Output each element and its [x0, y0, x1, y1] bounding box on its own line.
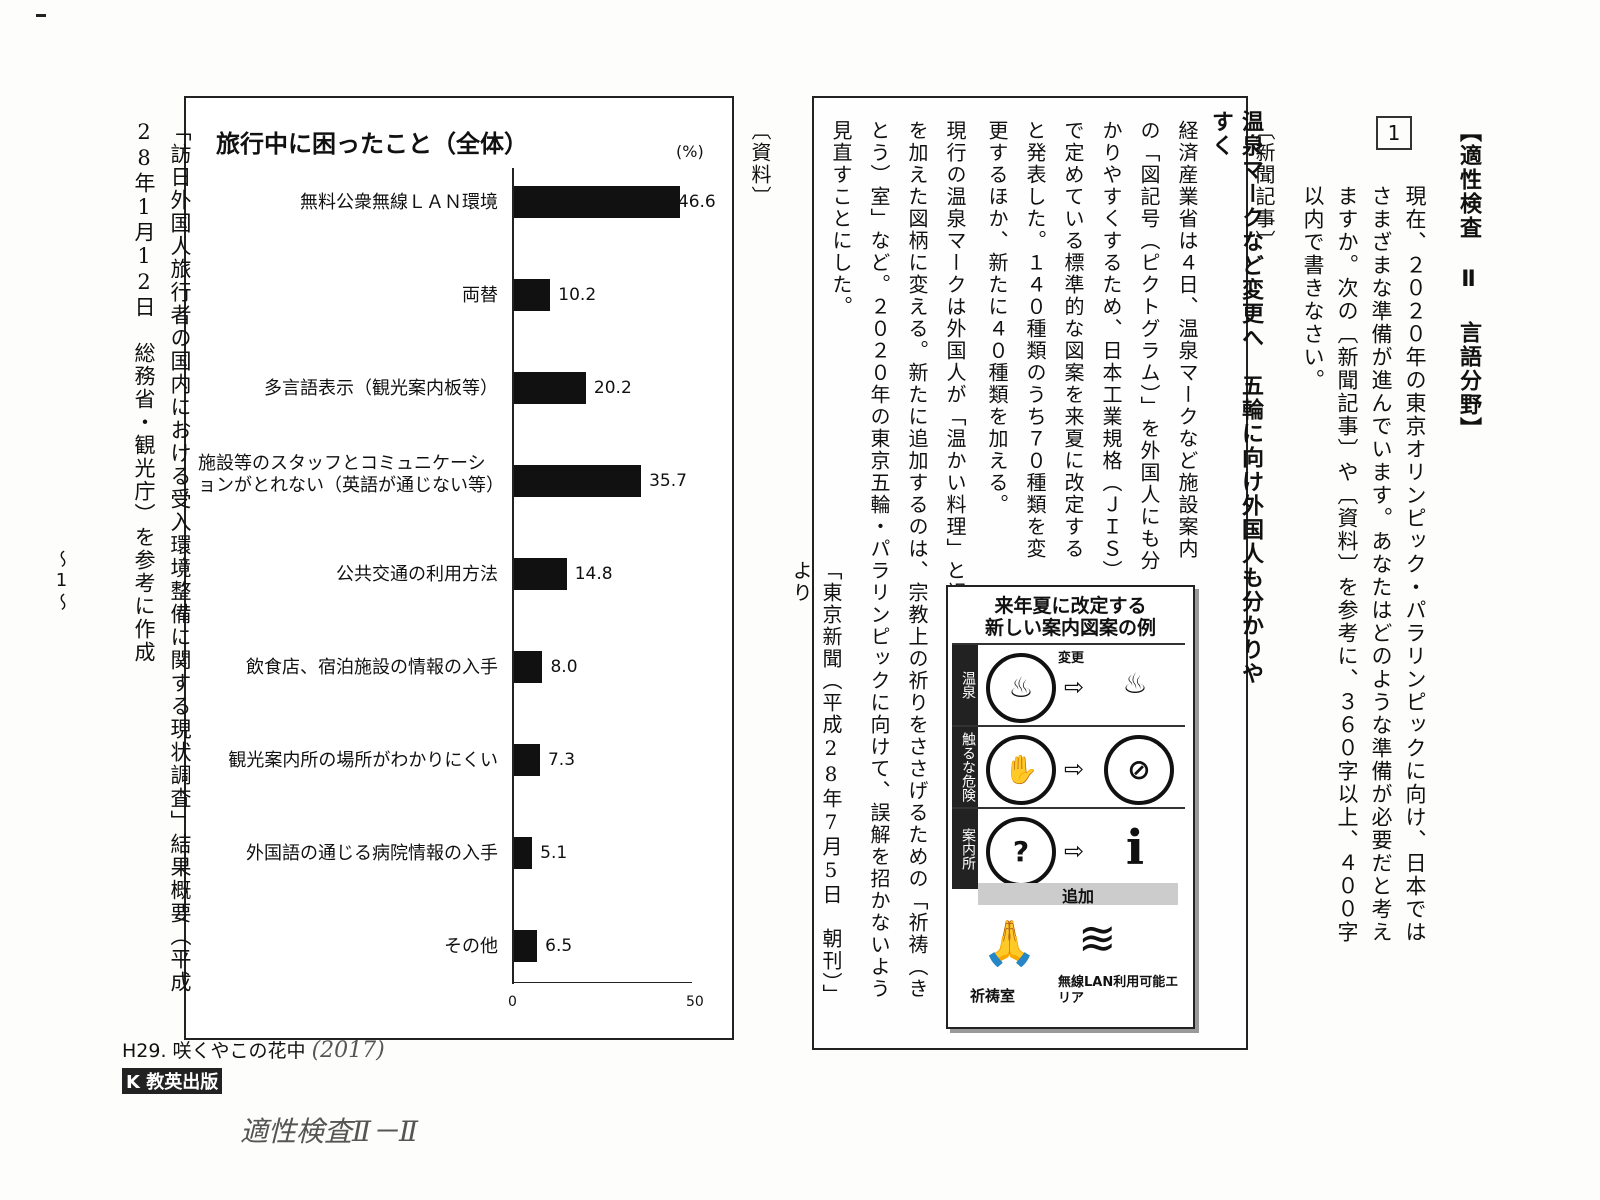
arrow-right-icon: ⇨	[1064, 755, 1085, 783]
wifi-icon: ≋	[1078, 911, 1117, 965]
bar-category-label: 外国語の通じる病院情報の入手	[246, 843, 498, 864]
chart-caption: 「訪日外国人旅行者の国内における受入環境整備に関する現状調査」結果概要（平成28…	[132, 120, 192, 994]
chart-baseline	[512, 982, 692, 983]
news-body-paragraph-1: 経済産業省は４日、温泉マークなど施設案内の「図記号（ピクトグラム）」を外国人にも…	[985, 120, 1199, 572]
bar	[514, 372, 586, 404]
bar	[514, 744, 540, 776]
wifi-label: 無線LAN利用可能エリア	[1058, 975, 1179, 1006]
new-no-touch-icon: ⊘	[1104, 735, 1174, 805]
bar	[514, 279, 551, 311]
chart-unit: (%)	[676, 142, 704, 161]
publisher-logo: K 教英出版	[122, 1068, 223, 1094]
new-onsen-icon: ♨	[1122, 667, 1148, 700]
old-onsen-icon: ♨	[986, 653, 1056, 723]
figure-row-info: 案内所 ? ⇨ i	[952, 807, 1185, 889]
bar-category-label: 無料公衆無線ＬＡＮ環境	[300, 192, 498, 213]
year-note: (2017)	[311, 1038, 385, 1063]
exam-name: H29. 咲くやこの花中 (2017)	[122, 1036, 385, 1063]
material-label: 〔資料〕	[748, 120, 772, 208]
news-headline: 温泉マークなど変更へ 五輪に向け外国人も分かりやすく	[1208, 110, 1263, 686]
x-tick-label: 0	[508, 994, 517, 1010]
bar-value-label: 5.1	[540, 843, 568, 863]
row-label: 案内所	[952, 809, 978, 889]
bar-category-label: 公共交通の利用方法	[336, 564, 498, 585]
row-label: 温泉	[952, 645, 978, 725]
bar	[514, 186, 680, 218]
bar-category-label: 飲食店、宿泊施設の情報の入手	[246, 657, 498, 678]
chart-title: 旅行中に困ったこと（全体）	[216, 130, 528, 158]
bar-value-label: 46.6	[677, 192, 716, 212]
news-source: 「東京新聞（平成28年7月5日 朝刊）」より	[789, 560, 843, 1006]
add-label: 追加	[978, 883, 1178, 906]
pictogram-figure: 来年夏に改定する 新しい案内図案の例 温泉 ♨ 変更 ⇨ ♨ 触るな危険 ✋ ⇨…	[946, 585, 1195, 1029]
change-tag: 変更	[1058, 651, 1085, 666]
bar-value-label: 6.5	[545, 936, 573, 956]
handwritten-note: 適性検査Ⅱ－Ⅱ	[240, 1115, 419, 1148]
bar	[514, 837, 533, 869]
figure-title-line-1: 来年夏に改定する	[994, 595, 1147, 617]
bar-value-label: 10.2	[558, 285, 597, 305]
bar-category-label: その他	[444, 936, 498, 957]
exam-title: H29. 咲くやこの花中	[122, 1040, 306, 1062]
bar-category-label: 観光案内所の場所がわかりにくい	[228, 750, 498, 771]
bar-value-label: 8.0	[550, 657, 578, 677]
bar-category-label: 多言語表示（観光案内板等）	[264, 378, 498, 399]
question-number: 1	[1376, 116, 1412, 150]
figure-row-danger: 触るな危険 ✋ ⇨ ⊘	[952, 725, 1185, 807]
figure-row-onsen: 温泉 ♨ 変更 ⇨ ♨	[952, 643, 1185, 725]
bar-value-label: 20.2	[593, 378, 632, 398]
chart-box: 旅行中に困ったこと（全体） (%) 無料公衆無線ＬＡＮ環境 46.6 両替 10.2 多…	[184, 96, 734, 1040]
question-mark-icon: ?	[986, 817, 1056, 887]
old-no-touch-icon: ✋	[986, 735, 1056, 805]
bar	[514, 651, 543, 683]
figure-title-line-2: 新しい案内図案の例	[984, 617, 1156, 639]
page-number: ～1～	[51, 550, 72, 613]
prayer-room-icon: 🙏	[982, 918, 1037, 969]
bar-category-label: 施設等のスタッフとコミュニケーションがとれない（英語が通じない等）	[198, 453, 504, 496]
news-label: 〔新聞記事〕	[1252, 120, 1276, 252]
row-label: 触るな危険	[952, 727, 978, 807]
prayer-room-label: 祈祷室	[970, 987, 1016, 1005]
x-tick-label: 50	[686, 994, 704, 1010]
bar-category-label: 両替	[462, 285, 498, 306]
arrow-right-icon: ⇨	[1064, 837, 1085, 865]
info-icon: i	[1125, 820, 1145, 876]
bar	[514, 465, 642, 497]
question-text: 現在、２０２０年の東京オリンピック・パラリンピックに向け、日本ではさまざまな準備…	[1301, 185, 1427, 944]
section-title: 【適性検査 Ⅱ 言語分野】	[1456, 120, 1481, 441]
bar-value-label: 35.7	[649, 471, 687, 491]
arrow-right-icon: ⇨	[1064, 673, 1085, 701]
bar-value-label: 7.3	[547, 750, 576, 770]
bar-value-label: 14.8	[574, 564, 613, 584]
bar	[514, 558, 567, 590]
bar	[514, 930, 538, 962]
corner-mark	[36, 14, 46, 17]
chart-axis-line	[512, 168, 514, 984]
